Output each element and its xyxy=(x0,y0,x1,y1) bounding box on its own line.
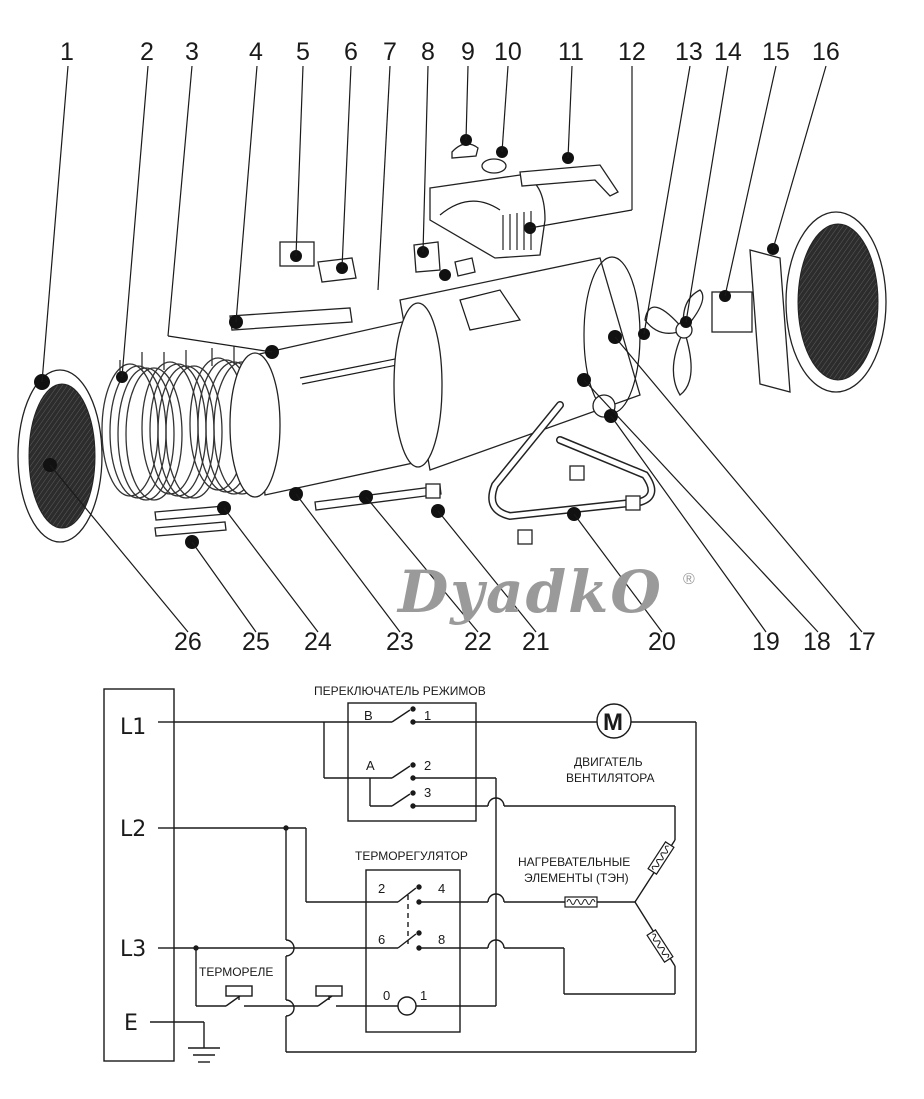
motor-symbol: M xyxy=(603,709,623,736)
callout-7: 7 xyxy=(383,38,397,66)
callout-26: 26 xyxy=(174,628,202,656)
switch-terminal-b: B xyxy=(364,708,373,723)
rail-b xyxy=(154,521,227,537)
heater-coils xyxy=(564,841,675,963)
callout-19: 19 xyxy=(752,628,780,656)
thermostat-terminal-6: 6 xyxy=(378,932,385,947)
thermostat-part xyxy=(454,257,476,277)
top-rail xyxy=(229,307,353,331)
outer-housing xyxy=(393,256,641,471)
heaters-label-1: НАГРЕВАТЕЛЬНЫЕ xyxy=(518,855,630,869)
knob xyxy=(481,158,507,174)
callout-25: 25 xyxy=(242,628,270,656)
callout-3: 3 xyxy=(185,38,199,66)
rear-bracket xyxy=(749,249,791,393)
callout-12: 12 xyxy=(618,38,646,66)
callout-8: 8 xyxy=(421,38,435,66)
callout-18: 18 xyxy=(803,628,831,656)
rear-grille xyxy=(785,211,887,393)
callout-14: 14 xyxy=(714,38,742,66)
callout-11: 11 xyxy=(558,38,584,66)
callout-5: 5 xyxy=(296,38,310,66)
fan-blade xyxy=(644,289,704,396)
callout-20: 20 xyxy=(648,628,676,656)
brand-logo: DyadkO xyxy=(396,558,663,626)
callout-15: 15 xyxy=(762,38,790,66)
rail-a xyxy=(154,505,227,521)
callout-numbers-bottom: 17 18 19 20 21 22 23 24 25 26 xyxy=(174,628,876,656)
callout-6: 6 xyxy=(344,38,358,66)
switch-terminal-2: 2 xyxy=(424,758,431,773)
thermostat-terminal-4: 4 xyxy=(438,881,445,896)
fan-motor-label-1: ДВИГАТЕЛЬ xyxy=(574,755,643,769)
line-e: E xyxy=(124,1011,138,1036)
callout-dots xyxy=(34,134,779,549)
callout-21: 21 xyxy=(522,628,550,656)
line-l1: L1 xyxy=(120,715,146,740)
top-cover xyxy=(429,174,546,259)
callout-24: 24 xyxy=(304,628,332,656)
callout-16: 16 xyxy=(812,38,840,66)
callout-2: 2 xyxy=(140,38,154,66)
thermostat-terminal-2: 2 xyxy=(378,881,385,896)
callout-23: 23 xyxy=(386,628,414,656)
switch-terminal-1: 1 xyxy=(424,708,431,723)
mode-switch-box xyxy=(347,702,477,822)
wiring-schematic: L1 L2 L3 E ПЕРЕКЛЮЧАТЕЛЬ РЕЖИМОВ B A 1 2… xyxy=(103,684,697,1063)
switch-terminal-a: A xyxy=(366,758,375,773)
mode-switch-title: ПЕРЕКЛЮЧАТЕЛЬ РЕЖИМОВ xyxy=(314,684,486,698)
callout-22: 22 xyxy=(464,628,492,656)
thermostat-terminal-8: 8 xyxy=(438,932,445,947)
thermostat-box xyxy=(365,869,461,1033)
thermostat-terminal-0: 0 xyxy=(383,988,390,1003)
fan-motor xyxy=(711,291,753,333)
motor-symbol-circle xyxy=(596,703,632,739)
knob-cap xyxy=(451,143,479,159)
callout-numbers-top: 1 2 3 4 5 6 7 8 9 10 11 12 13 14 15 16 xyxy=(60,38,840,66)
terminal-block xyxy=(103,688,175,1062)
wires xyxy=(150,706,697,1063)
switch-part xyxy=(413,241,441,273)
heaters-label-2: ЭЛЕМЕНТЫ (ТЭН) xyxy=(524,871,629,885)
leader-lines xyxy=(41,65,863,633)
front-grille xyxy=(17,369,103,543)
handle-part xyxy=(519,164,619,197)
heating-coils xyxy=(101,346,271,501)
exploded-view: 1 2 3 4 5 6 7 8 9 10 11 12 13 14 15 16 1… xyxy=(17,38,887,656)
registered-mark: ® xyxy=(683,571,695,588)
line-l3: L3 xyxy=(120,937,146,962)
thermostat-title: ТЕРМОРЕГУЛЯТОР xyxy=(355,849,468,863)
callout-4: 4 xyxy=(249,38,263,66)
thermostat-terminal-1: 1 xyxy=(420,988,427,1003)
line-l2: L2 xyxy=(120,817,146,842)
callout-9: 9 xyxy=(461,38,475,66)
fan-motor-label-2: ВЕНТИЛЯТОРА xyxy=(566,771,655,785)
thermal-relay-label: ТЕРМОРЕЛЕ xyxy=(199,965,273,979)
callout-10: 10 xyxy=(494,38,522,66)
rail-c xyxy=(314,485,442,511)
callout-1: 1 xyxy=(60,38,74,66)
callout-13: 13 xyxy=(675,38,703,66)
callout-17: 17 xyxy=(848,628,876,656)
switch-terminal-3: 3 xyxy=(424,785,431,800)
